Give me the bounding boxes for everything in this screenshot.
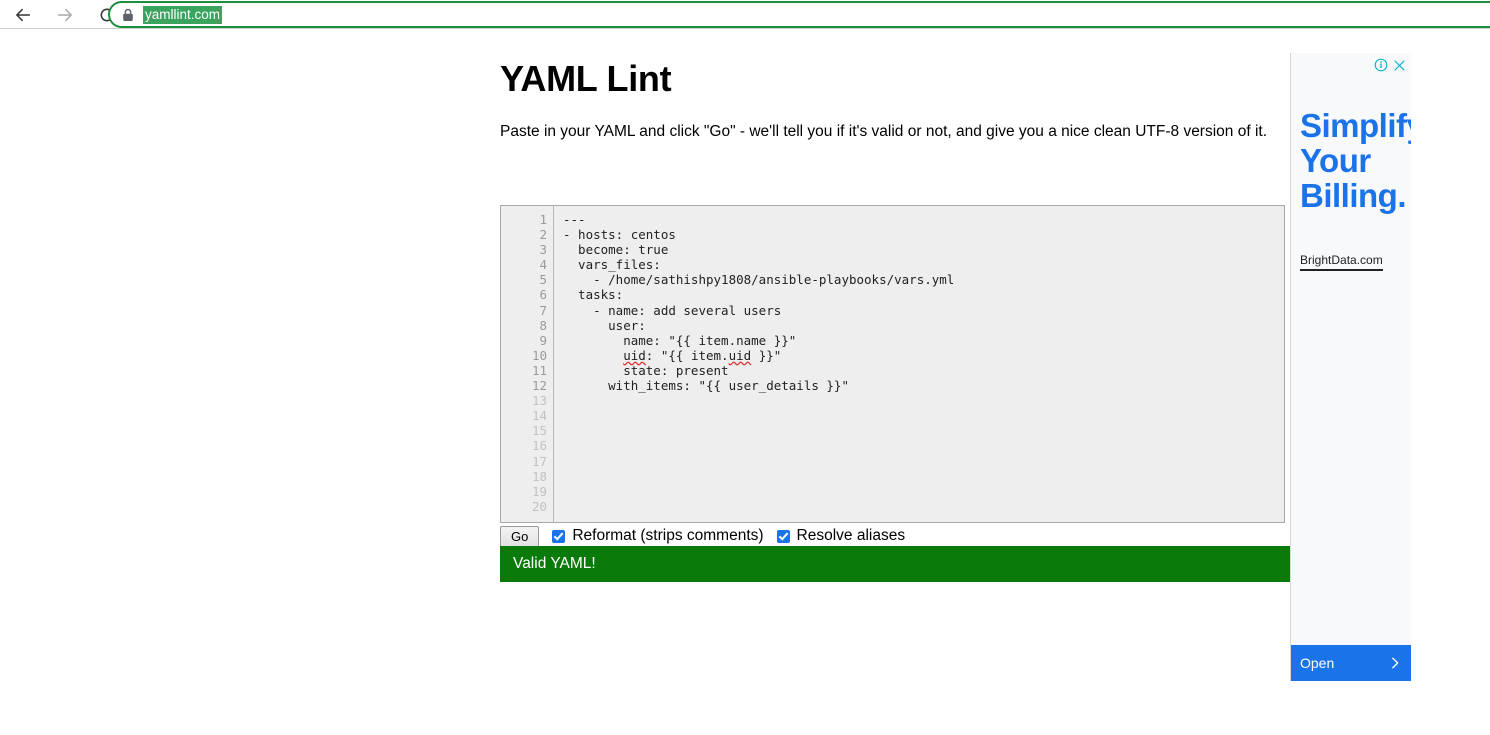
resolve-aliases-checkbox-label: Resolve aliases	[796, 527, 906, 544]
code-line: state: present	[563, 362, 729, 378]
line-number: 14	[531, 408, 547, 424]
code-input-area[interactable]: ---- hosts: centos become: true vars_fil…	[554, 206, 1284, 522]
ad-domain-link[interactable]: BrightData.com	[1300, 253, 1383, 271]
browser-toolbar: yamllint.com	[0, 0, 1490, 29]
intro-text: Paste in your YAML and click "Go" - we'l…	[500, 123, 1268, 140]
line-number: 5	[539, 272, 547, 288]
advertisement-panel[interactable]: BrightData.com BrightData.com Simplify Y…	[1290, 53, 1411, 681]
go-button[interactable]: Go	[500, 525, 540, 547]
line-number: 17	[531, 453, 547, 469]
page-body: YAML Lint Paste in your YAML and click "…	[0, 29, 1490, 735]
line-number: 8	[539, 317, 547, 333]
line-number: 3	[539, 242, 547, 258]
code-line	[563, 423, 1284, 438]
spellcheck-word: uid	[623, 347, 646, 363]
back-button[interactable]	[8, 1, 38, 29]
lock-icon	[122, 8, 134, 22]
info-icon[interactable]	[1374, 58, 1388, 77]
chevron-right-icon	[1388, 656, 1402, 670]
spellcheck-word: uid	[728, 347, 752, 363]
ad-open-button[interactable]: Open	[1291, 645, 1411, 681]
code-line: vars_files:	[563, 257, 661, 273]
code-line: user:	[563, 317, 646, 333]
line-number: 2	[539, 227, 547, 243]
validation-status-bar: Valid YAML!	[500, 546, 1290, 582]
forward-button[interactable]	[50, 1, 80, 29]
code-line	[563, 469, 1284, 484]
code-line: with_items: "{{ user_details }}"	[563, 378, 849, 394]
toolbar-separator	[0, 28, 1490, 29]
page-title: YAML Lint	[500, 58, 672, 99]
line-number: 13	[531, 393, 547, 409]
line-number: 11	[531, 362, 547, 378]
close-icon[interactable]	[1393, 59, 1406, 77]
editor-controls: Go Reformat (strips comments) Resolve al…	[500, 524, 905, 548]
code-line	[563, 438, 1284, 453]
code-line	[563, 393, 1284, 408]
line-number: 12	[531, 378, 547, 394]
line-number: 15	[531, 423, 547, 439]
code-line: name: "{{ item.name }}"	[563, 332, 797, 348]
line-number: 1	[539, 212, 547, 227]
code-line	[563, 408, 1284, 423]
ad-controls	[1374, 58, 1406, 77]
code-line: - hosts: centos	[563, 227, 676, 243]
arrow-right-icon	[57, 8, 72, 21]
code-line: uid: "{{ item.uid }}"	[623, 347, 782, 363]
code-line: tasks:	[563, 287, 624, 303]
line-number: 10	[531, 347, 547, 363]
code-line	[563, 454, 1284, 469]
address-bar[interactable]: yamllint.com	[108, 1, 1490, 28]
code-line: - /home/sathishpy1808/ansible-playbooks/…	[563, 272, 955, 288]
validation-status-text: Valid YAML!	[513, 555, 596, 572]
arrow-left-icon	[16, 8, 31, 21]
main-content: YAML Lint Paste in your YAML and click "…	[500, 58, 1290, 582]
code-line: - name: add several users	[563, 302, 782, 318]
line-number: 4	[539, 257, 547, 273]
code-line	[563, 499, 1284, 514]
line-number: 19	[531, 483, 547, 499]
reformat-checkbox[interactable]	[552, 529, 566, 543]
line-number: 18	[531, 468, 547, 484]
line-number: 16	[531, 438, 547, 454]
line-number: 6	[539, 287, 547, 303]
line-number: 20	[531, 498, 547, 514]
url-text[interactable]: yamllint.com	[143, 5, 223, 24]
code-line: ---	[563, 212, 586, 227]
ad-headline: Simplify Your Billing.	[1300, 107, 1411, 214]
resolve-aliases-checkbox-wrapper[interactable]: Resolve aliases	[776, 527, 906, 545]
ad-open-label: Open	[1300, 655, 1335, 671]
reformat-checkbox-label: Reformat (strips comments)	[572, 527, 764, 544]
line-number: 7	[539, 302, 547, 318]
reformat-checkbox-wrapper[interactable]: Reformat (strips comments)	[552, 527, 764, 545]
code-line	[563, 484, 1284, 499]
resolve-aliases-checkbox[interactable]	[776, 529, 790, 543]
line-number: 9	[539, 332, 547, 348]
code-line: become: true	[563, 242, 669, 258]
